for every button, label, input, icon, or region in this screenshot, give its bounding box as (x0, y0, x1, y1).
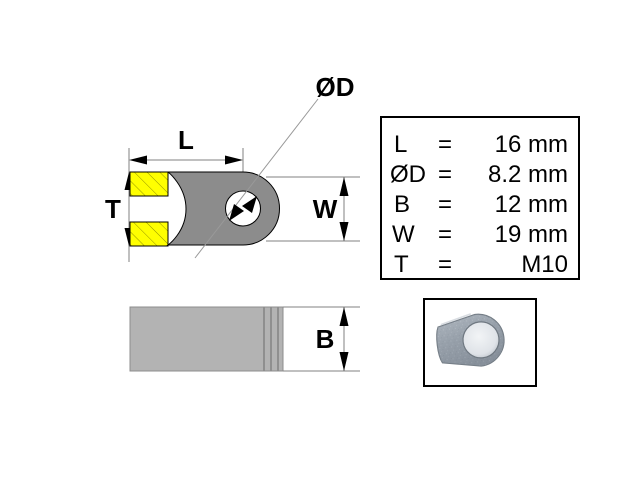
spec-table: L = 16 mm ØD = 8.2 mm B = 12 mm W = 19 m… (380, 116, 580, 280)
photo-part-bore (462, 321, 500, 359)
spec-symbol-0: L (394, 131, 407, 158)
arrow-l-left (129, 155, 147, 165)
arrow-w-top (339, 177, 349, 196)
dimension-label-w: W (313, 194, 338, 224)
spec-table-border (380, 116, 580, 280)
dimension-label-b: B (316, 324, 335, 354)
spec-equals-0: = (438, 131, 452, 158)
arrow-w-bottom (339, 222, 349, 241)
spec-symbol-3: W (392, 221, 415, 248)
dimension-label-t: T (105, 194, 121, 224)
arrow-diameter-lower (229, 204, 244, 221)
arrow-diameter-upper (242, 196, 257, 213)
spec-symbol-4: T (394, 251, 409, 278)
leader-line-diameter (194, 98, 319, 259)
spec-equals-3: = (438, 221, 452, 248)
arrow-b-bottom (339, 352, 349, 371)
side-view-body (129, 306, 284, 372)
spec-equals-2: = (438, 191, 452, 218)
arrow-b-top (339, 307, 349, 326)
spec-value-1: 8.2 mm (488, 161, 568, 188)
spec-equals-4: = (438, 251, 452, 278)
body-profile (166, 171, 280, 246)
side-view: B (129, 306, 360, 372)
photo-content (426, 301, 534, 384)
thread-region-upper (129, 171, 169, 197)
photo-part (436, 313, 505, 367)
dimension-label-diameter: ØD (316, 72, 355, 102)
arrow-l-right (225, 155, 243, 165)
spec-value-4: M10 (521, 251, 568, 278)
spec-value-2: 12 mm (495, 191, 568, 218)
spec-value-3: 19 mm (495, 221, 568, 248)
front-section-view: L T ØD W (105, 72, 360, 262)
spec-value-0: 16 mm (495, 131, 568, 158)
dimension-label-l: L (178, 125, 194, 155)
spec-equals-1: = (438, 161, 452, 188)
spec-symbol-2: B (394, 191, 410, 218)
spec-symbol-1: ØD (390, 161, 426, 188)
photo-highlight-top (440, 313, 472, 326)
product-photograph (423, 298, 537, 387)
thread-region-lower (129, 221, 169, 247)
